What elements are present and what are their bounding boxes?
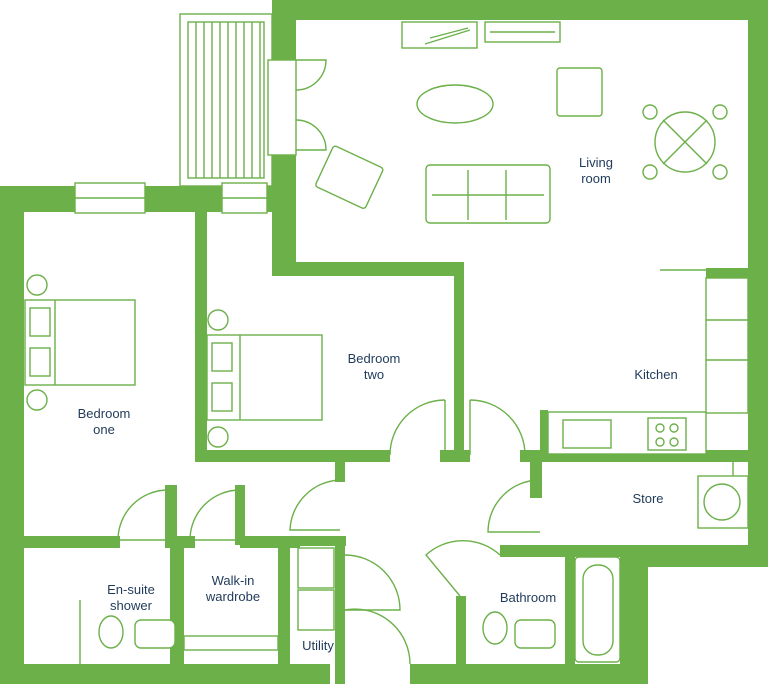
sofa xyxy=(425,164,551,224)
ensuite-label-2: shower xyxy=(110,598,153,613)
store-label: Store xyxy=(632,491,663,506)
bathtub xyxy=(574,556,621,663)
balcony xyxy=(179,13,273,187)
coffee-table xyxy=(416,84,494,124)
bathroom-label: Bathroom xyxy=(500,590,556,605)
bedroom-two-label: Bedroom xyxy=(348,351,401,366)
kitchen-label: Kitchen xyxy=(634,367,677,382)
bedroom-furniture xyxy=(24,274,323,448)
living-furniture xyxy=(315,21,728,224)
windows xyxy=(74,59,297,214)
bedroom-one-label: Bedroom xyxy=(78,406,131,421)
kitchen-units xyxy=(547,269,749,455)
room-labels: Living room Kitchen Bedroom two Bedroom … xyxy=(78,155,678,653)
bedroom-one-label-2: one xyxy=(93,422,115,437)
walkin-label-2: wardrobe xyxy=(205,589,260,604)
bed-two xyxy=(206,334,323,421)
bathroom-fixtures xyxy=(79,547,621,664)
utility-label: Utility xyxy=(302,638,334,653)
walkin-label: Walk-in xyxy=(212,573,255,588)
ensuite-label: En-suite xyxy=(107,582,155,597)
armchair-2 xyxy=(315,145,384,209)
bedroom-two-label-2: two xyxy=(364,367,384,382)
bed-one xyxy=(24,299,136,386)
doors xyxy=(117,59,541,665)
store-fixtures xyxy=(697,462,749,529)
armchair xyxy=(556,67,603,117)
living-room-label: Living xyxy=(579,155,613,170)
living-room-label-2: room xyxy=(581,171,611,186)
